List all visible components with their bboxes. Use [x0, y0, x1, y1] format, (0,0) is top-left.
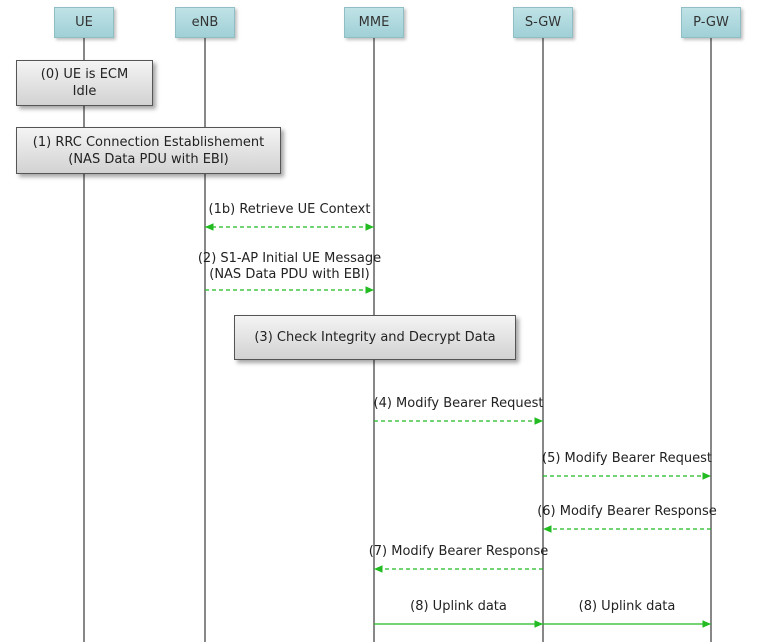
message-label-line: (5) Modify Bearer Request	[542, 451, 712, 466]
message-label-line: (8) Uplink data	[578, 599, 676, 614]
message-label-0: (1b) Retrieve UE Context	[209, 202, 371, 218]
entity-pgw: P-GW	[681, 7, 741, 38]
message-label-4: (6) Modify Bearer Response	[537, 504, 717, 520]
entity-sgw: S-GW	[513, 7, 573, 38]
note-line: (0) UE is ECM	[40, 67, 129, 82]
note-step-1: (1) RRC Connection Establishement(NAS Da…	[16, 127, 281, 174]
entity-enb: eNB	[175, 7, 235, 38]
message-label-3: (5) Modify Bearer Request	[542, 451, 712, 467]
note-line: (NAS Data PDU with EBI)	[68, 151, 229, 167]
entity-ue: UE	[54, 7, 114, 38]
message-label-6: (8) Uplink data	[410, 599, 507, 615]
note-line: (1) RRC Connection Establishement	[32, 134, 265, 150]
message-label-5: (7) Modify Bearer Response	[369, 544, 549, 560]
message-label-line: (8) Uplink data	[410, 599, 507, 614]
note-line: (3) Check Integrity and Decrypt Data	[254, 330, 496, 345]
entity-mme: MME	[344, 7, 404, 38]
note-line: Idle	[72, 84, 97, 99]
message-label-line: (2) S1-AP Initial UE Message	[197, 251, 382, 266]
message-label-line: (NAS Data PDU with EBI)	[209, 267, 370, 282]
message-label-line: (6) Modify Bearer Response	[537, 504, 717, 519]
message-label-line: (7) Modify Bearer Response	[368, 544, 549, 559]
message-label-line: (1b) Retrieve UE Context	[208, 202, 371, 217]
message-label-2: (4) Modify Bearer Request	[374, 396, 544, 412]
message-label-line: (4) Modify Bearer Request	[373, 396, 544, 411]
message-label-7: (8) Uplink data	[579, 599, 676, 615]
message-label-1: (2) S1-AP Initial UE Message(NAS Data PD…	[198, 251, 381, 283]
note-step-0: (0) UE is ECM Idle	[16, 60, 153, 106]
note-step-2: (3) Check Integrity and Decrypt Data	[234, 315, 516, 360]
